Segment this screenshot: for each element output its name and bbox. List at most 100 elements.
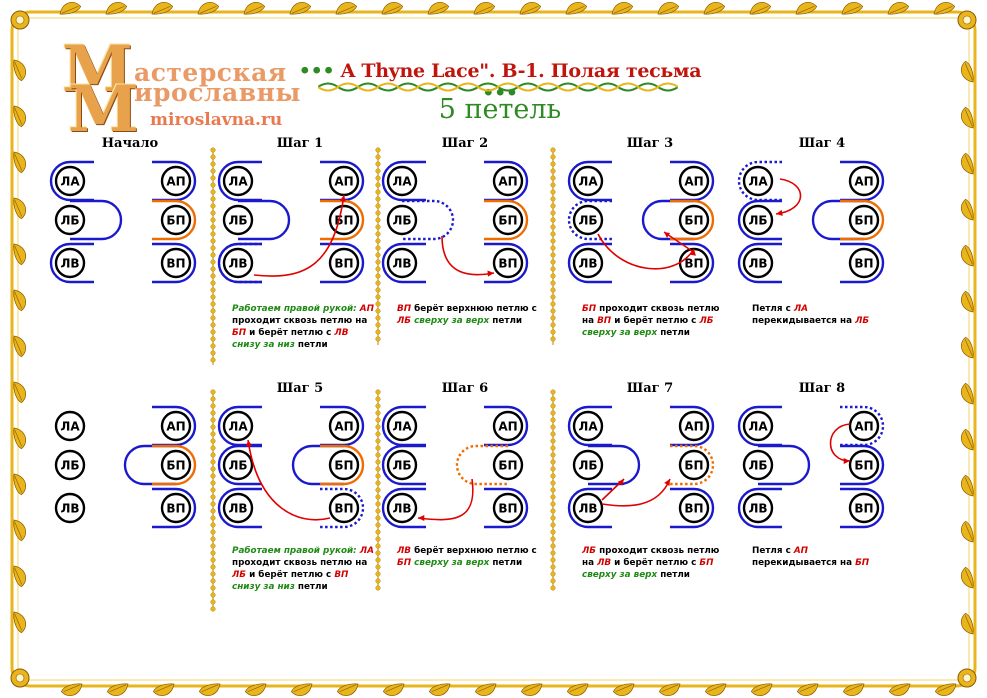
- separator-dot: [375, 336, 381, 342]
- finger-AP: [328, 410, 360, 442]
- separator-dot: [550, 529, 556, 535]
- finger-LB: [742, 204, 774, 236]
- finger-LB-label: ЛБ: [228, 214, 247, 228]
- loop-AL: [737, 405, 782, 447]
- separator-dot: [375, 550, 381, 556]
- ornament-leaf: [796, 683, 819, 697]
- loop-AR: [152, 405, 197, 447]
- separator-dot: [375, 308, 381, 314]
- finger-LB-label: ЛБ: [392, 459, 411, 473]
- arrow: [829, 423, 851, 462]
- finger-AP-label: АП: [334, 175, 353, 189]
- separator-dot: [550, 245, 556, 251]
- finger-BP-label: БП: [684, 459, 703, 473]
- finger-LA-label: ЛА: [60, 175, 80, 189]
- ornament-leaf: [565, 1, 588, 15]
- finger-LV: [572, 492, 604, 524]
- separator-dot: [550, 417, 556, 423]
- separator-dot: [210, 578, 216, 584]
- finger-AP-label: АП: [166, 175, 185, 189]
- step-title-2: Шаг 2: [441, 136, 489, 151]
- finger-VP: [678, 492, 710, 524]
- finger-LB-label: ЛБ: [60, 459, 79, 473]
- loop-AR: [152, 160, 197, 202]
- separator-dot: [210, 445, 216, 451]
- arrow-head: [689, 249, 696, 256]
- ornament-leaf: [842, 683, 865, 697]
- separator-dot: [210, 189, 216, 195]
- finger-LV-label: ЛВ: [228, 502, 247, 516]
- separator-dot: [375, 231, 381, 237]
- finger-LV-label: ЛВ: [578, 502, 597, 516]
- finger-LB-label: ЛБ: [748, 459, 767, 473]
- separator-dot: [550, 308, 556, 314]
- ornament-leaf: [795, 1, 818, 15]
- loop-VR: [320, 242, 365, 284]
- separator-dot: [550, 445, 556, 451]
- loop-AL: [567, 160, 612, 202]
- arrow-head: [487, 270, 494, 277]
- title-dots-left: •••: [298, 60, 335, 82]
- separator-dot: [210, 466, 216, 472]
- separator-dot: [375, 301, 381, 307]
- step-title-6: Шаг 6: [441, 381, 489, 396]
- ornament-leaf: [960, 474, 974, 497]
- separator-dot: [375, 557, 381, 563]
- separator-dot: [550, 259, 556, 265]
- finger-VP-label: ВП: [684, 257, 703, 271]
- finger-LB-label: ЛБ: [578, 214, 597, 228]
- ornament-leaf: [105, 1, 128, 15]
- separator-dot: [210, 585, 216, 591]
- arrow-head: [843, 457, 850, 465]
- ornament-leaf: [473, 1, 496, 15]
- loop-BR: [320, 199, 365, 241]
- arrow-2-head: [617, 479, 624, 486]
- finger-AP: [492, 410, 524, 442]
- separator-dot: [210, 508, 216, 514]
- ornament-leaf: [428, 683, 451, 697]
- separator-dot: [550, 266, 556, 272]
- finger-BP-label: БП: [498, 459, 517, 473]
- separator-dot: [550, 175, 556, 181]
- finger-VP-label: ВП: [334, 502, 353, 516]
- separator-dot: [550, 410, 556, 416]
- finger-AP-label: АП: [498, 420, 517, 434]
- separator-dot: [550, 564, 556, 570]
- page-subtitle: 5 петель: [438, 94, 562, 125]
- finger-VP-label: ВП: [498, 257, 517, 271]
- finger-BP-label: БП: [684, 214, 703, 228]
- separator-dot: [550, 431, 556, 437]
- step-title-5: Шаг 5: [276, 381, 324, 396]
- separator-dot: [375, 529, 381, 535]
- ornament-leaf: [13, 197, 27, 220]
- finger-LV: [742, 247, 774, 279]
- finger-LA: [54, 165, 86, 197]
- ornament-leaf: [960, 198, 974, 221]
- arrow-head: [664, 479, 670, 486]
- finger-VP-label: ВП: [166, 257, 185, 271]
- arrow-head: [418, 514, 425, 522]
- separator-dot: [375, 445, 381, 451]
- finger-VP-label: ВП: [684, 502, 703, 516]
- finger-BP-label: БП: [498, 214, 517, 228]
- separator-dot: [550, 557, 556, 563]
- step-desc-8: Петля с АП перекидывается на БП: [752, 546, 870, 568]
- ornament-leaf: [474, 683, 497, 697]
- ornament-leaf: [933, 1, 956, 15]
- separator-dot: [375, 217, 381, 223]
- separator-dot: [375, 322, 381, 328]
- step-desc-1: Работаем правой рукой: АП проходит сквоз…: [232, 304, 374, 350]
- bridge-loop-BR: [641, 199, 694, 241]
- separator-dot: [375, 259, 381, 265]
- finger-VP: [160, 247, 192, 279]
- loop-VL: [381, 487, 426, 529]
- separator-dot: [375, 424, 381, 430]
- separator-dot: [550, 168, 556, 174]
- ornament-leaf: [151, 1, 174, 15]
- finger-LA: [222, 165, 254, 197]
- ornament-leaf: [960, 290, 974, 313]
- step-desc-3: БП проходит сквозь петлю на ВП и берёт п…: [582, 304, 720, 338]
- separator-dot: [375, 452, 381, 458]
